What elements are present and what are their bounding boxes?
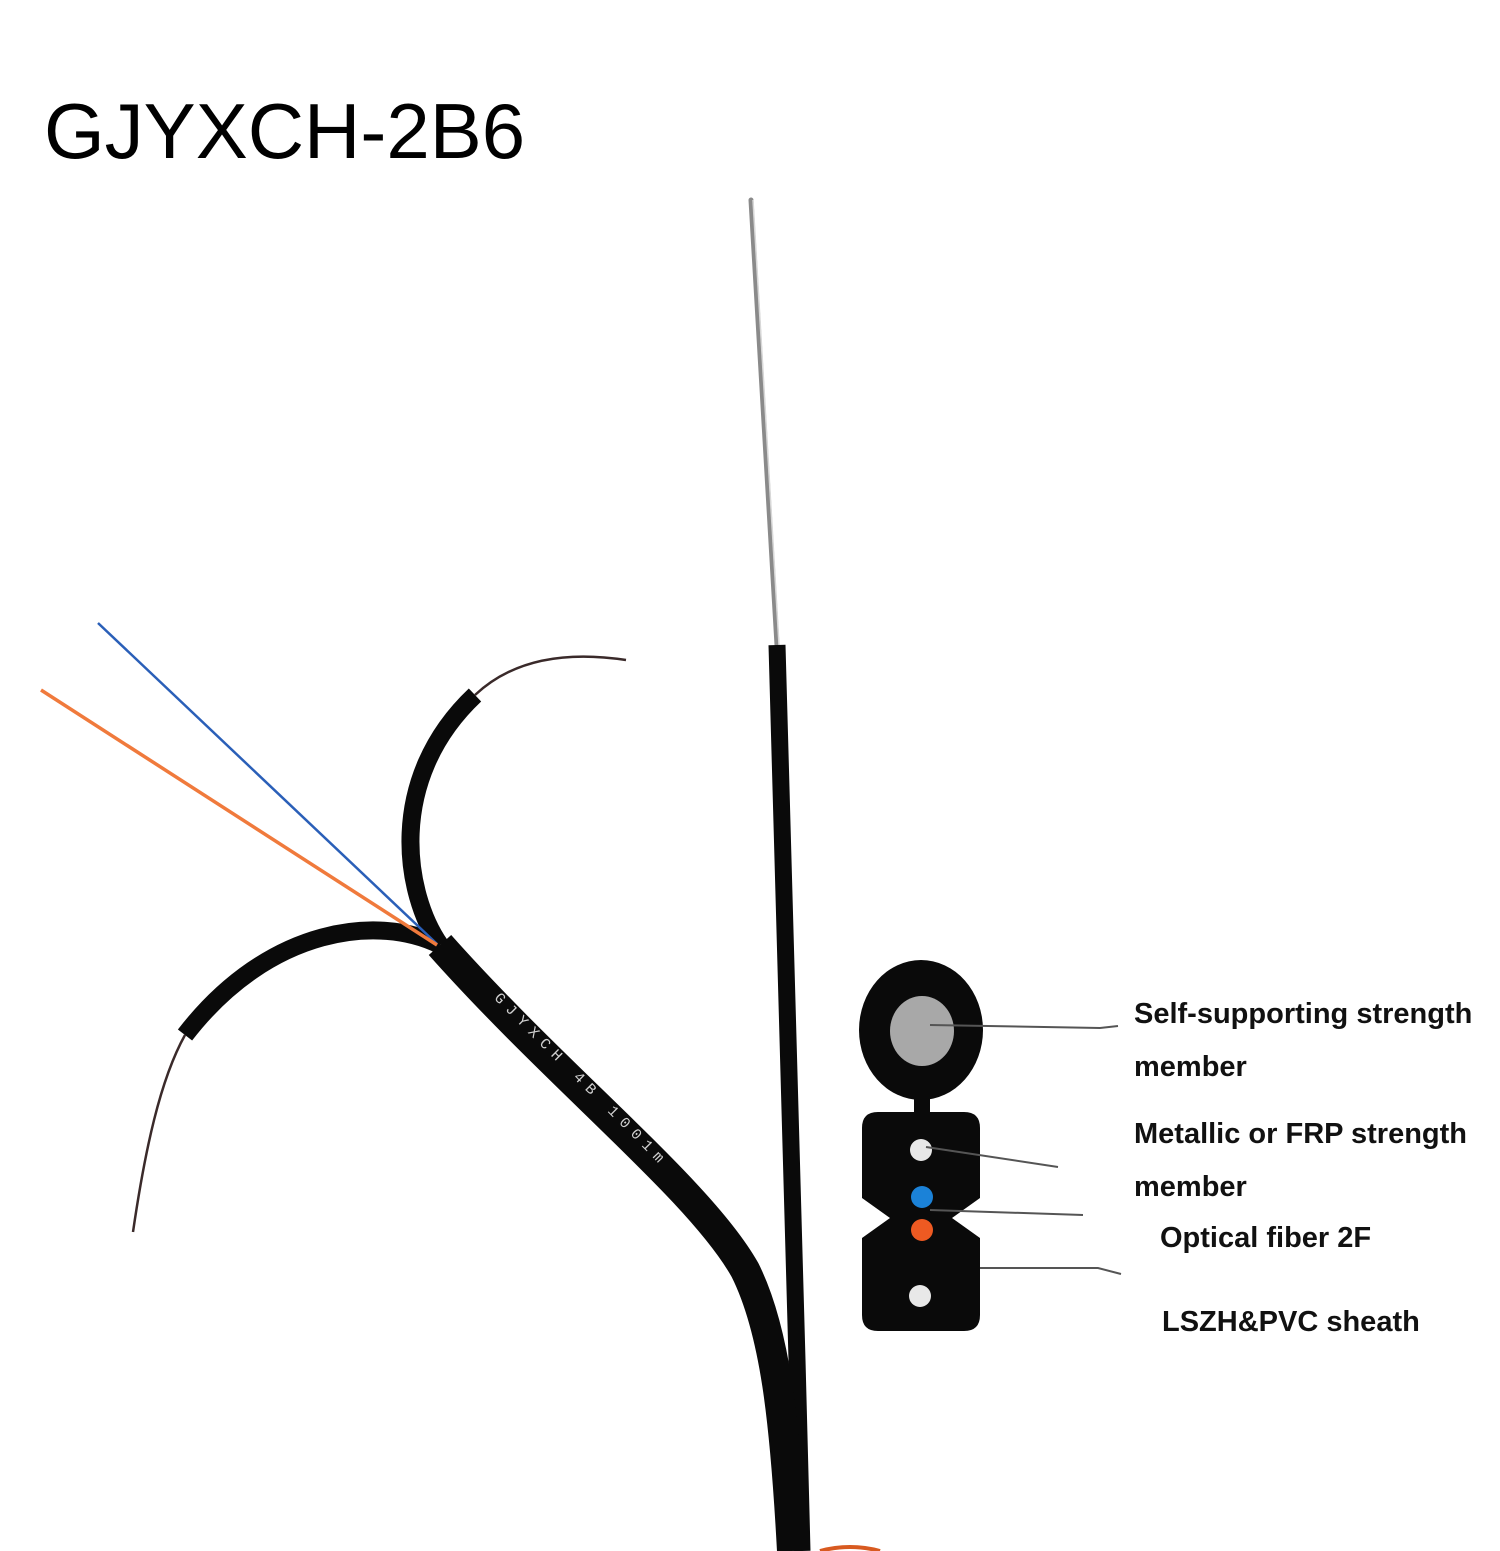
label-self-supporting-line2: member (1134, 1051, 1247, 1083)
fiber-orange (40, 688, 438, 947)
strength-rod-left (131, 1034, 187, 1233)
label-metallic-line2: member (1134, 1171, 1247, 1203)
frp-member-bottom (909, 1285, 931, 1307)
split-jacket-upper (401, 688, 482, 951)
split-jacket-left (177, 921, 445, 1041)
product-title: GJYXCH-2B6 (44, 87, 526, 175)
fiber-blue-section (911, 1186, 933, 1208)
reel-edge (819, 1545, 881, 1551)
label-self-supporting-member: Self-supporting strength member (1134, 988, 1472, 1094)
label-optical-fiber: Optical fiber 2F (1160, 1222, 1372, 1254)
label-metallic-frp-member: Metallic or FRP strength member (1134, 1108, 1467, 1214)
leader-metallic (925, 1146, 1059, 1168)
leader-self-supporting (929, 1024, 1119, 1030)
drop-cable-body (428, 935, 807, 1551)
label-metallic-line1: Metallic or FRP strength (1134, 1118, 1468, 1150)
leader-optical-fiber (929, 1209, 1084, 1216)
messenger-wire (748, 197, 780, 648)
strength-rod-upper (474, 655, 627, 696)
fiber-blue (97, 622, 438, 945)
label-self-supporting-line1: Self-supporting strength (1134, 998, 1473, 1030)
fiber-orange-section (911, 1219, 933, 1241)
cross-section (859, 960, 983, 1331)
label-sheath: LSZH&PVC sheath (1162, 1306, 1420, 1338)
steel-strength-member (890, 996, 954, 1066)
frp-member-top (910, 1139, 932, 1161)
leader-sheath (980, 1267, 1122, 1275)
cable-print: GJYXCH 4B 1001m (490, 990, 672, 1172)
